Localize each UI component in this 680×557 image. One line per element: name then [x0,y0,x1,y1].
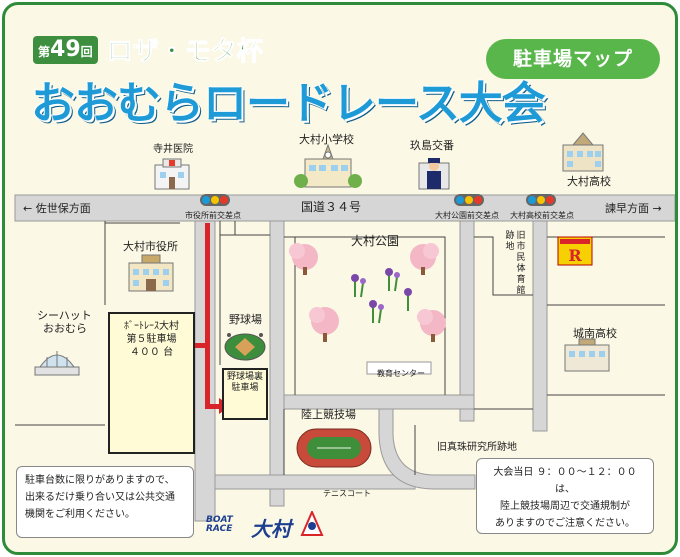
edition-suffix: 回 [80,44,93,59]
parking-main-line2: 第５駐車場 [126,334,177,345]
traffic-light-high-school [526,194,556,206]
area-map: R [14,132,675,522]
omura-logo: 大村 [251,517,291,541]
former-gym-char6: 体 [516,264,526,274]
pearl-institute-label: 旧真珠研究所跡地 [437,442,517,453]
traffic-note-line3: ありますのでご注意ください。 [495,518,635,529]
parking-main-capacity: ４００ 台 [129,347,174,358]
traffic-light-park [454,194,484,206]
event-title: おおむらロードレース大会 [31,78,546,129]
iris-flower-icon [385,268,400,292]
boat-race-logo-line1: BOAT [206,515,233,525]
johnan-high-label: 城南高校 [573,327,617,340]
carpool-note-line1: 駐車台数に限りがありますので、 [25,475,175,486]
omura-high-label: 大村高校 [567,175,611,188]
sea-hat-dome-icon [34,351,80,376]
former-gym-char8: 館 [516,286,526,296]
svg-text:R: R [568,246,582,265]
tennis-court-label: テニスコート [323,489,371,498]
intersection-high-school: 大村高校前交差点 [510,211,574,220]
terai-clinic-label: 寺井医院 [153,144,193,155]
ringer-hut-sign-icon: R [557,236,593,266]
former-gym-char7: 育 [516,275,526,285]
main-road-label: 国道３４号 [301,200,362,214]
former-gym-char5: 民 [516,253,526,263]
city-hall-label: 大村市役所 [123,240,178,253]
high-school-icon [564,338,610,372]
former-gym-col1-char2: 地 [505,242,515,252]
sea-hat-label-line2: おおむら [43,322,87,335]
iris-flower-icon [369,300,384,324]
cherry-tree-icon [309,307,339,342]
intersection-park: 大村公園前交差点 [435,211,499,220]
baseball-stadium-icon [224,333,266,361]
traffic-restriction-note: 大会当日 ９：００～１２：００ は、 陸上競技場周辺で交通規制が ありますのでご… [476,458,654,534]
school-icon [294,143,362,188]
iris-flower-icon [351,274,366,298]
east-direction-label: 諫早方面 → [605,202,662,215]
city-hall-icon [128,254,174,292]
road-network [14,194,675,522]
boat-race-logo-line2: RACE [206,524,233,534]
header-line1: 第49回 ロザ・モタ杯 [33,31,263,68]
intersection-city-hall: 市役所前交差点 [185,211,241,220]
parking-sub-line1: 野球場裏 [226,372,263,382]
police-officer-icon [418,158,450,190]
omura-elementary-label: 大村小学校 [299,133,354,146]
map-badge: 駐車場マップ [486,39,660,79]
carpool-note-line2: 出来るだけ乗り合い又は公共交通 [25,492,175,503]
parking-boat-race-5[interactable]: ﾎﾞｰﾄﾚｰｽ大村 第５駐車場 ４００ 台 [108,312,195,454]
carpool-note-line3: 機関をご利用ください。 [25,509,135,520]
boat-race-logo-icon: BOAT RACE [206,516,233,534]
cherry-tree-icon [417,309,446,342]
carpool-note: 駐車台数に限りがありますので、 出来るだけ乗り合い又は公共交通 機関をご利用くだ… [16,466,194,538]
edition-prefix: 第 [38,44,51,59]
omura-park-label: 大村公園 [351,234,400,248]
traffic-note-line2: 陸上競技場周辺で交通規制が [500,501,630,512]
edition-number: 49 [50,36,81,62]
parking-main-line1: ﾎﾞｰﾄﾚｰｽ大村 [124,321,179,332]
edition-badge: 第49回 [33,35,98,64]
former-gym-char4: 市 [516,242,526,252]
sea-hat-label-line1: シーハット [37,309,92,322]
athletics-track-icon [296,428,372,468]
cherry-tree-icon [410,243,439,275]
west-direction-label: ← 佐世保方面 [23,202,91,215]
mascot-icon [300,511,324,536]
former-gym-col1-char1: 跡 [505,231,515,241]
hospital-icon [154,158,190,190]
baseball-field-label: 野球場 [229,313,262,326]
high-school-icon [562,132,604,172]
former-gym-char3: 旧 [516,231,526,241]
athletics-field-label: 陸上競技場 [301,408,356,421]
traffic-note-line1: 大会当日 ９：００～１２：００ は、 [493,467,637,495]
block-outlines [15,221,665,475]
kushima-police-box-label: 玖島交番 [410,139,454,152]
iris-flower-icon [404,288,412,311]
parking-sub-line2: 駐車場 [231,383,259,393]
cherry-tree-icon [289,243,318,275]
education-center-label: 教育センター [377,369,425,378]
event-subtitle: ロザ・モタ杯 [106,37,263,68]
traffic-light-city-hall [200,194,230,206]
parking-baseball-back[interactable]: 野球場裏 駐車場 [222,368,268,420]
